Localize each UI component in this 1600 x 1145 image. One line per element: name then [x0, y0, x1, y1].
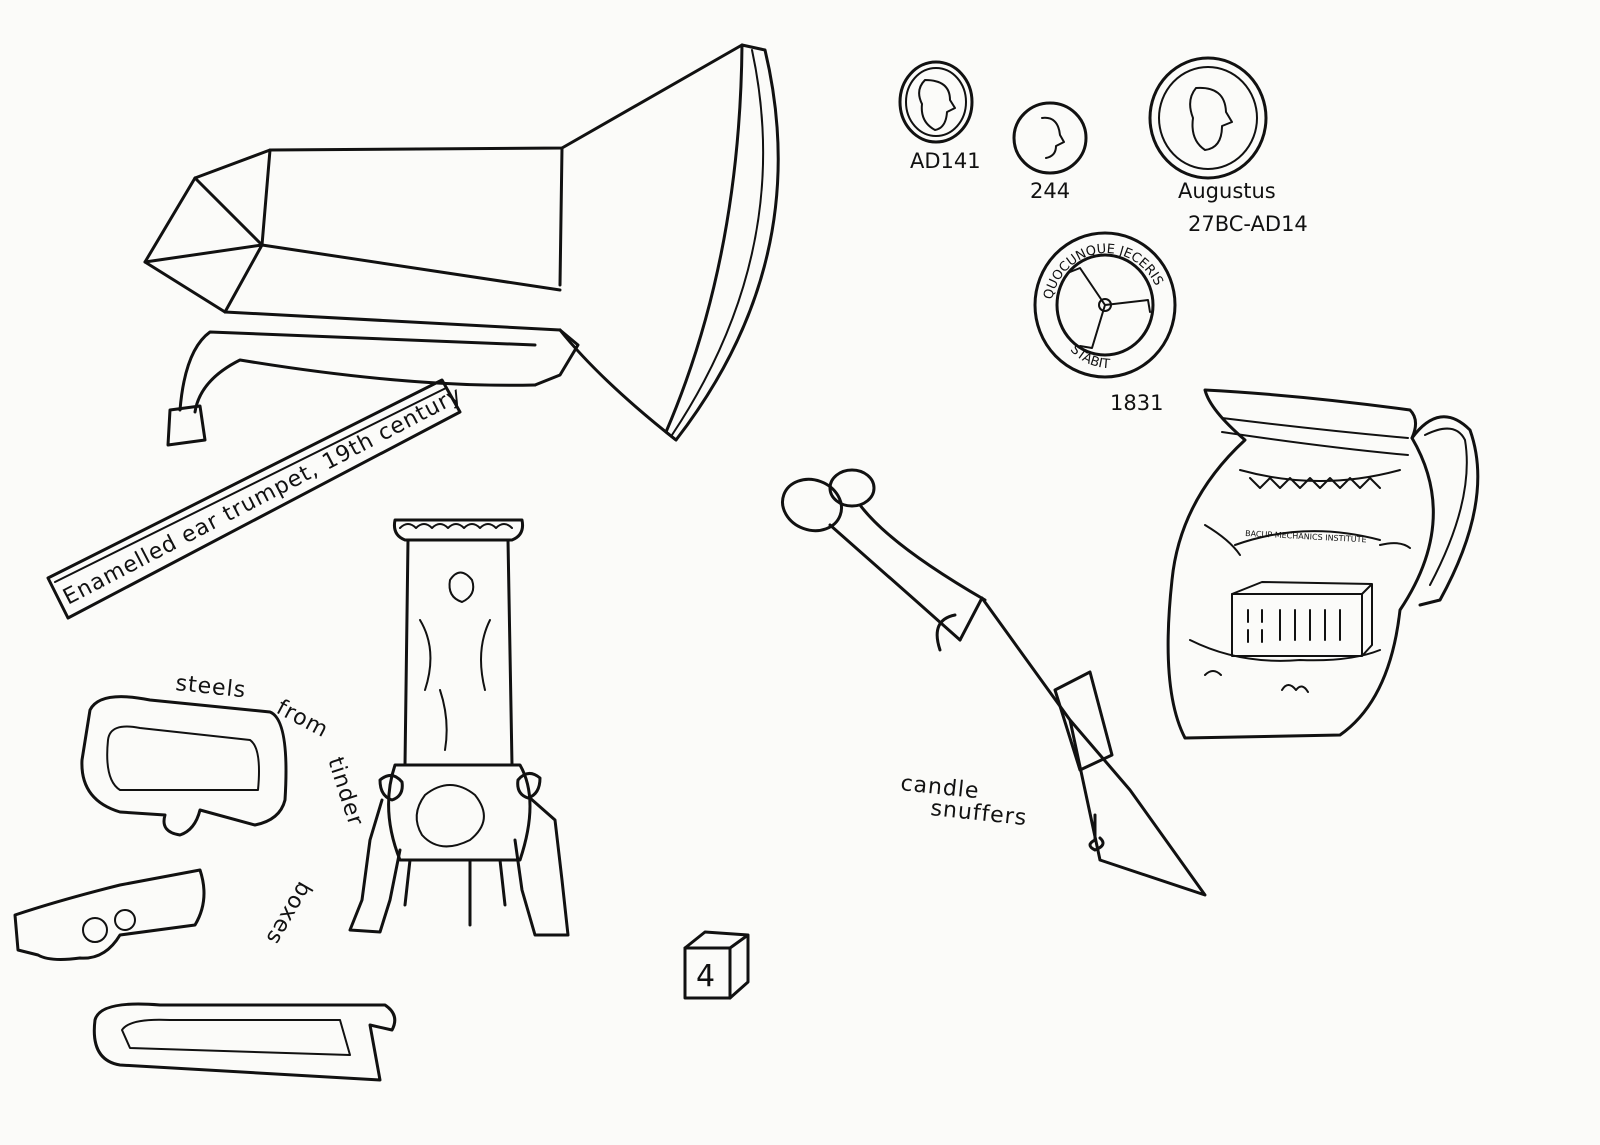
numbered-box: 4	[683, 930, 750, 1000]
coin-ad141-label: AD141	[910, 149, 981, 173]
coin-augustus-dates: 27BC-AD14	[1188, 212, 1308, 236]
box-number: 4	[696, 959, 715, 994]
steels-word-from: from	[272, 695, 332, 743]
steels-word-steels: steels	[174, 671, 247, 703]
tinder-steels-drawing: steels from tinder boxes	[13, 671, 397, 1082]
jug-banner: BACUP MECHANICS INSTITUTE	[1245, 529, 1367, 544]
coin-augustus: Augustus 27BC-AD14	[1148, 56, 1308, 236]
jug-drawing: BACUP MECHANICS INSTITUTE	[1166, 388, 1480, 740]
steels-word-tinder: tinder	[322, 754, 368, 829]
ear-trumpet-drawing	[143, 43, 780, 447]
trumpet-caption: Enamelled ear trumpet, 19th century	[59, 382, 466, 610]
snuffers-label-line2: snuffers	[929, 796, 1028, 831]
coin-244: 244	[1012, 101, 1088, 203]
candle-snuffers-drawing: candle snuffers	[781, 468, 1207, 897]
coin-1831-label: 1831	[1110, 391, 1163, 415]
coin-244-label: 244	[1030, 179, 1070, 203]
coin-1831-isle-of-man: QUOCUNQUE JECERIS STABIT 1831	[1033, 231, 1177, 415]
coin-augustus-label: Augustus	[1178, 179, 1276, 203]
coin-ad141: AD141	[898, 60, 981, 173]
steels-word-boxes: boxes	[260, 877, 316, 949]
pillar-with-figures-drawing	[348, 518, 570, 937]
trumpet-caption-ribbon: Enamelled ear trumpet, 19th century	[46, 378, 466, 620]
